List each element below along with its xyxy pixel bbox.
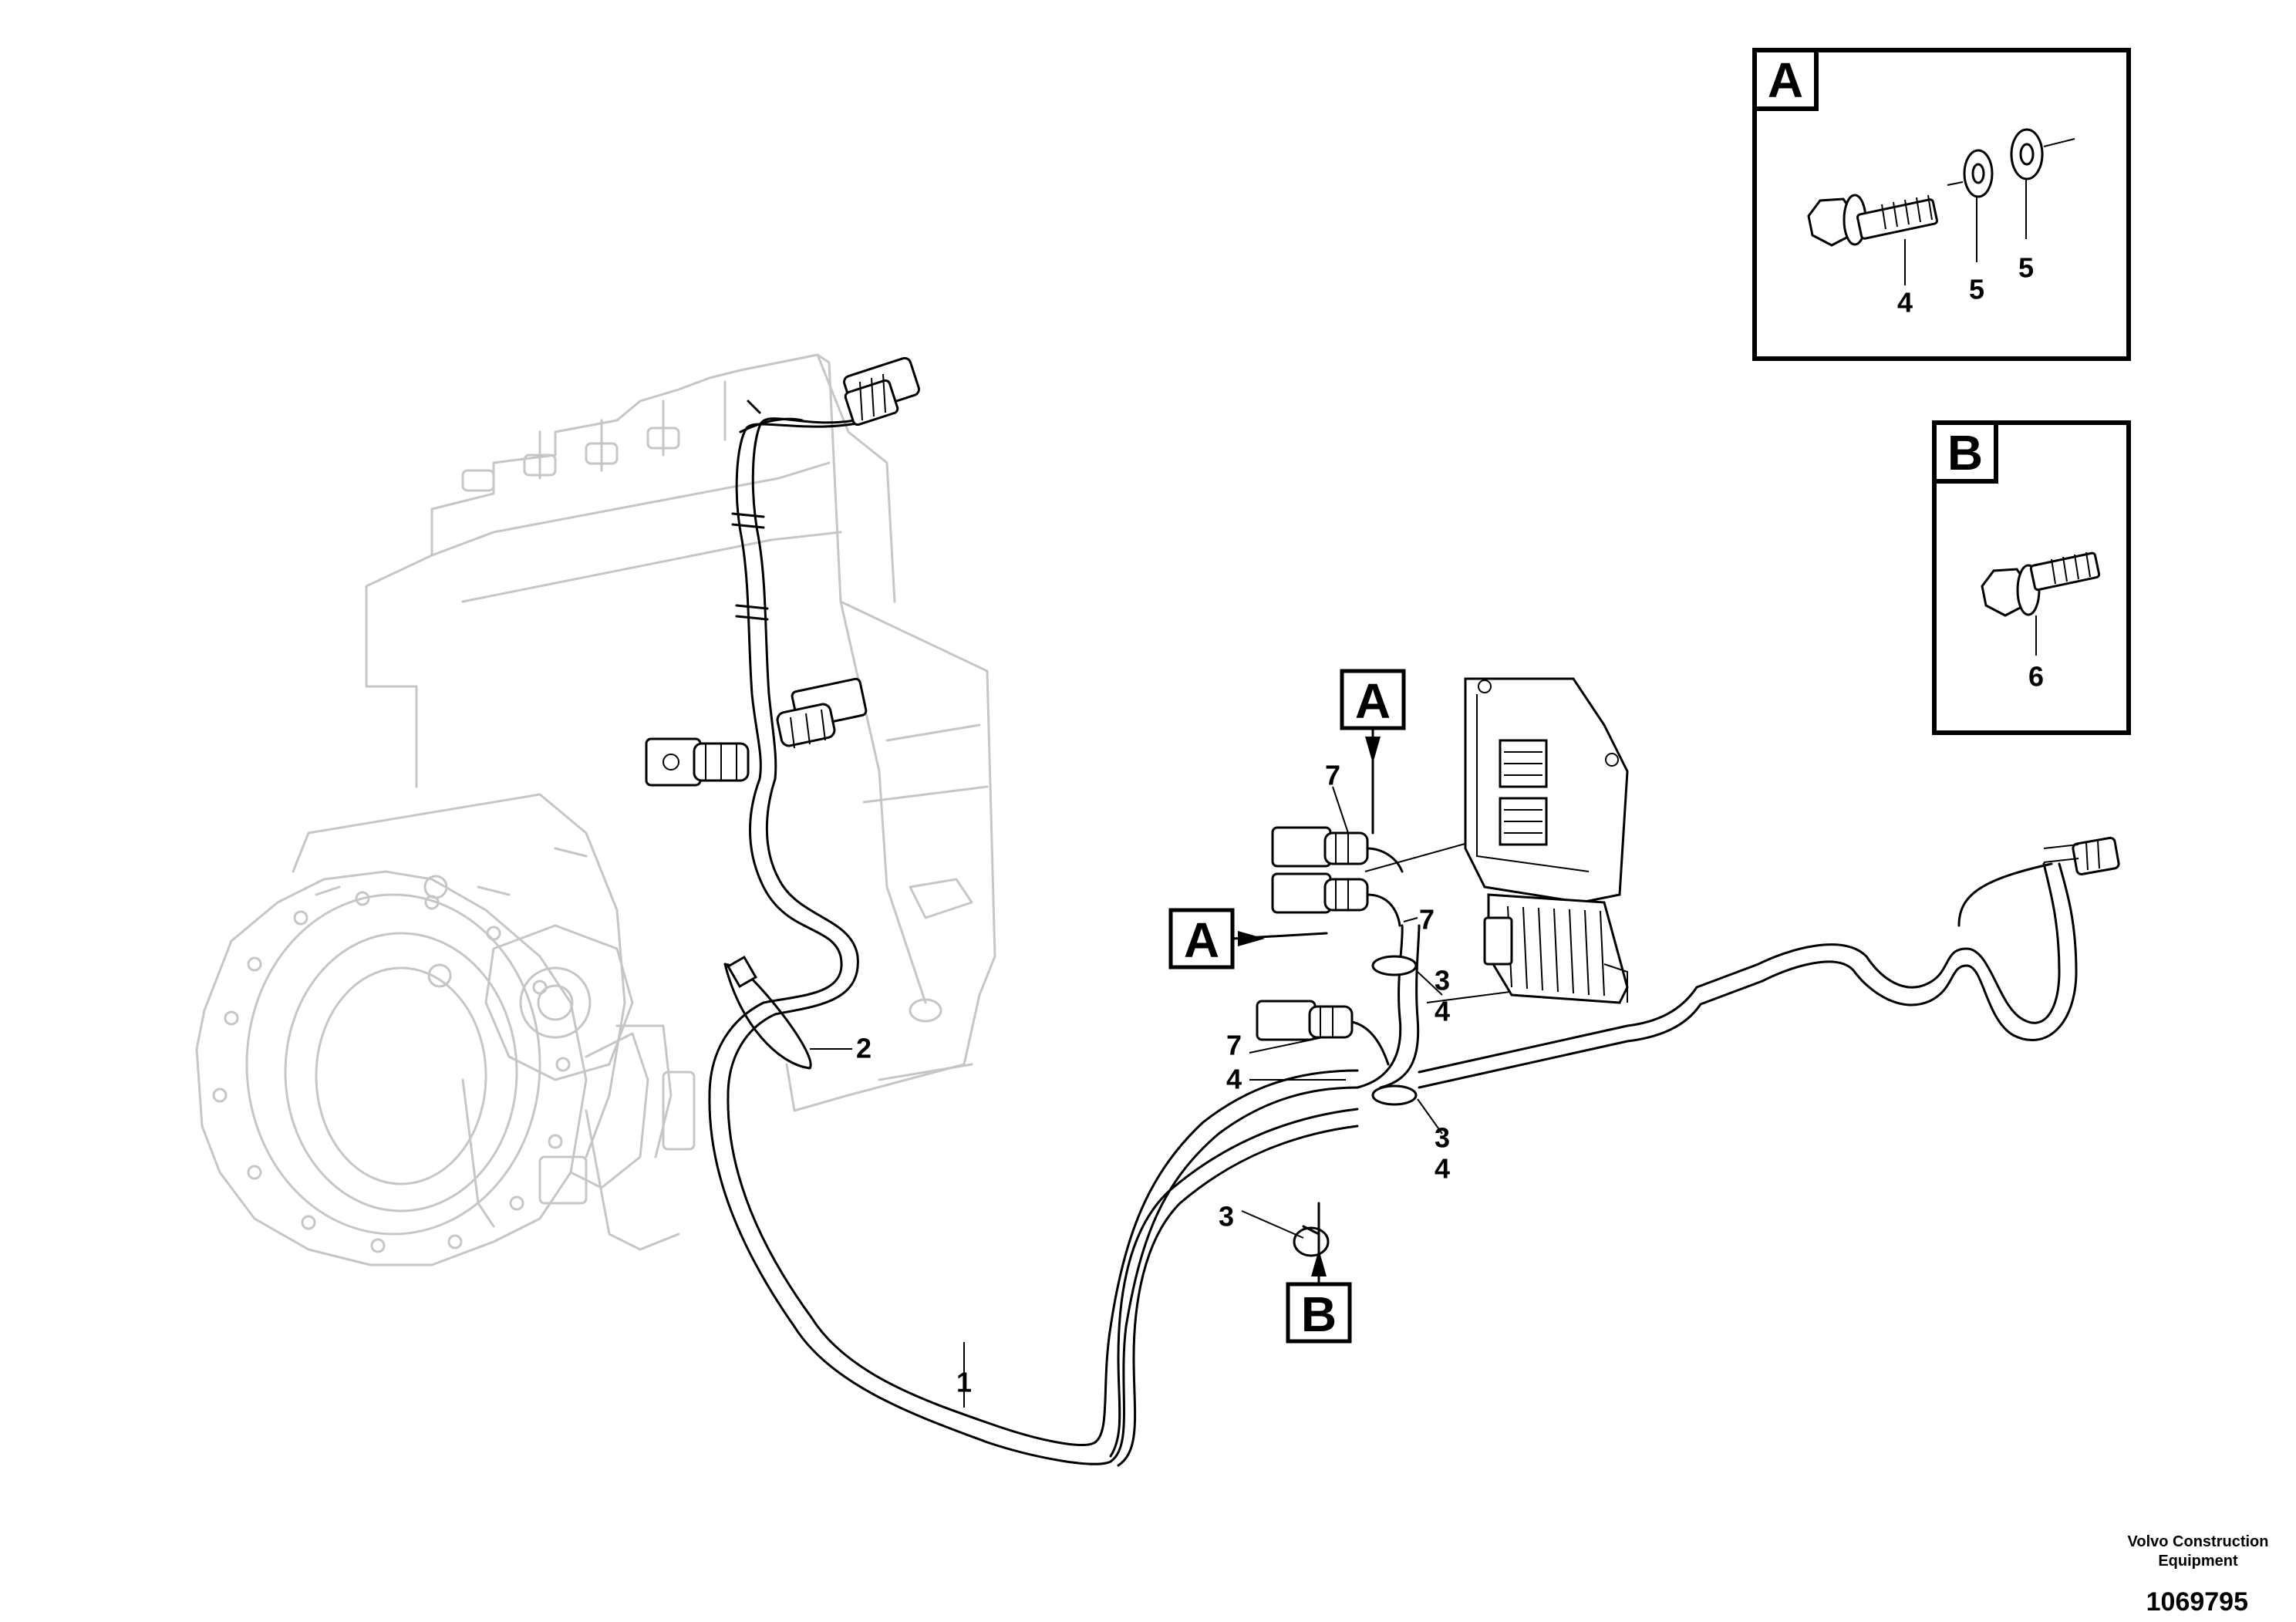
ecu-unit [1464,677,1629,1004]
callout-3-low: 3 [1435,1122,1450,1154]
footer: Volvo Construction Equipment 1069795 [2128,1533,2269,1617]
harness-clips [731,400,769,621]
flange-bolt-icon [1807,194,1938,285]
svg-text:A: A [1184,912,1219,968]
callout-3-bottom: 3 [1219,1201,1234,1233]
clamps [1293,955,1418,1257]
washer-icon [2010,128,2075,239]
connector-top [843,356,920,427]
connector-7-upper [1271,826,1404,873]
view-b-part-6: 6 [2028,661,2044,693]
callout-numbers: 1 2 7 7 3 4 7 4 3 4 3 [856,760,1450,1398]
connector-right-end [2043,836,2120,875]
detail-view-b: B 6 [1932,420,2131,735]
callout-7-left: 7 [1226,1030,1242,1061]
callout-1: 1 [956,1367,972,1398]
connector-7-bottom [1256,1000,1390,1066]
svg-text:B: B [1301,1286,1337,1342]
callout-7-right: 7 [1419,904,1435,936]
company-line-1: Volvo Construction [2128,1533,2269,1550]
wiring-harness [708,417,2084,1467]
company-line-2: Equipment [2158,1553,2238,1570]
callout-4-mid: 4 [1435,996,1450,1027]
connector-mid-left [645,737,750,787]
connector-mid-right [776,677,868,749]
hex-bolt-icon [1981,551,2101,656]
callout-2: 2 [856,1033,872,1064]
view-tag-a-left: A [1168,908,1328,969]
svg-text:A: A [1355,673,1391,729]
view-tag-a-upper: A [1340,669,1406,835]
cable-tie [723,955,812,1070]
detail-view-a: A 4 5 5 [1752,48,2131,361]
washer-icon [1963,149,1994,262]
view-tag-b: B [1286,1202,1352,1344]
connector-7-lower [1271,872,1401,927]
svg-text:A: A [1768,52,1803,108]
callout-3-mid: 3 [1435,965,1450,996]
callout-4-low: 4 [1435,1153,1450,1185]
callout-4-left: 4 [1226,1064,1242,1095]
callout-7-upper: 7 [1325,760,1340,791]
document-number: 1069795 [2146,1587,2248,1617]
view-a-part-4: 4 [1897,287,1913,319]
view-a-part-5b: 5 [2018,252,2034,284]
engine-transmission-ghost [195,353,996,1266]
view-a-part-5a: 5 [1969,274,1984,305]
callout-leaders [810,786,1443,1408]
svg-text:B: B [1947,425,1983,481]
